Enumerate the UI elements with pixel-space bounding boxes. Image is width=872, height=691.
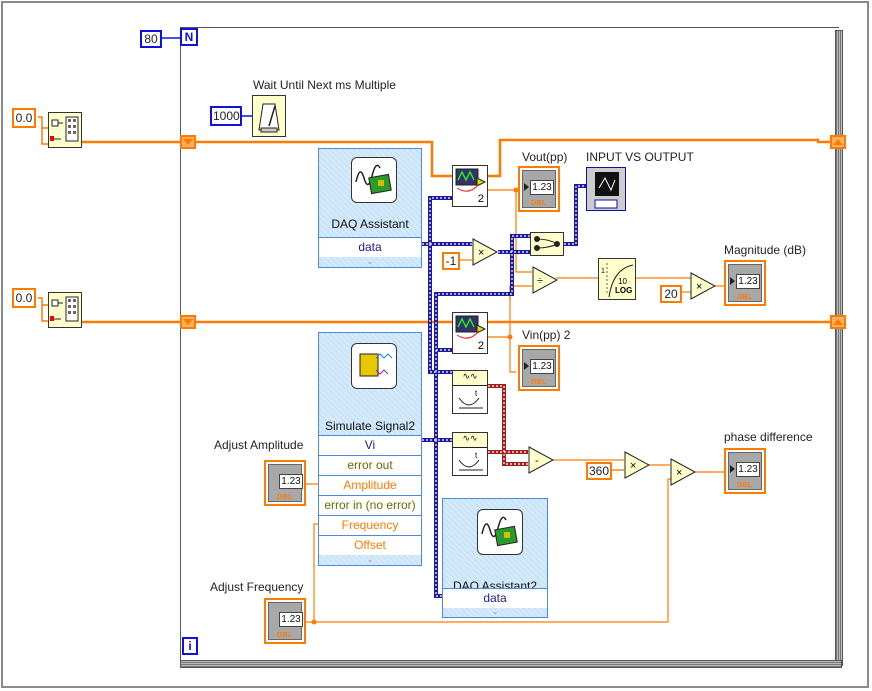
loop-count-terminal[interactable]: N: [180, 28, 198, 46]
initial-value-constant-2[interactable]: 0.0: [12, 288, 36, 308]
daq-assistant-title: DAQ Assistant: [331, 217, 409, 231]
vin-value: 1.23: [530, 359, 554, 374]
log-label: LOG: [615, 286, 633, 295]
simulate-signal-icon: [351, 343, 397, 389]
svg-text:×: ×: [696, 281, 702, 293]
sim-input-amplitude[interactable]: Amplitude: [319, 475, 421, 495]
three-sixty-constant[interactable]: 360: [586, 462, 612, 480]
vout-value: 1.23: [530, 180, 554, 195]
wire-shift-top-out: [488, 138, 830, 178]
expand-chevron-icon[interactable]: ⌄: [491, 607, 499, 616]
tone-measure-node-2[interactable]: ∿∿ t: [452, 432, 488, 476]
svg-text:t: t: [475, 389, 478, 398]
amplitude-measure-node-2[interactable]: 2: [452, 312, 488, 354]
multiply-node-3[interactable]: ×: [624, 451, 651, 484]
vout-label: Vout(pp): [522, 150, 568, 164]
svg-text:-: -: [535, 455, 539, 467]
subtract-node[interactable]: -: [528, 446, 555, 479]
graph-label: INPUT VS OUTPUT: [586, 150, 694, 164]
log10-node[interactable]: 1 10 LOG: [598, 258, 636, 300]
dbl-type-label: DBL: [531, 379, 547, 386]
expand-chevron-icon[interactable]: ⌄: [366, 257, 374, 266]
multiply-node-1[interactable]: ×: [472, 238, 499, 271]
dbl-type-label: DBL: [277, 494, 293, 501]
amp-index-label: 2: [477, 193, 484, 205]
xy-graph-indicator[interactable]: [586, 167, 626, 211]
tone-measure-node-1[interactable]: ∿∿ t: [452, 370, 488, 414]
daq-assistant-node[interactable]: DAQ Assistant data ⌄: [318, 148, 422, 268]
dbl-type-label: DBL: [277, 632, 293, 639]
shift-register-left-mid[interactable]: [180, 315, 196, 329]
adjust-amplitude-label: Adjust Amplitude: [214, 438, 304, 452]
dbl-type-label: DBL: [737, 294, 753, 301]
shift-register-right-mid[interactable]: [830, 315, 846, 329]
magnitude-value: 1.23: [736, 274, 760, 289]
wire-shift-top: [80, 140, 452, 178]
svg-text:1: 1: [601, 268, 605, 275]
simulate-signal-title: Simulate Signal2: [324, 419, 416, 433]
daq-card-icon: [477, 509, 523, 555]
amp-index-label: 2: [477, 340, 484, 352]
wait-ms-constant[interactable]: 1000: [210, 106, 242, 126]
adjust-frequency-label: Adjust Frequency: [210, 580, 304, 594]
frequency-value: 1.23: [279, 612, 303, 627]
sim-output-vi[interactable]: Vi: [319, 435, 421, 455]
twenty-constant[interactable]: 20: [660, 285, 682, 303]
magnitude-label: Magnitude (dB): [724, 243, 807, 257]
daq-card-icon: [351, 157, 397, 203]
metronome-icon[interactable]: [252, 95, 286, 137]
dbl-type-label: DBL: [737, 482, 753, 489]
wait-label: Wait Until Next ms Multiple: [253, 78, 396, 92]
amplitude-measure-node-1[interactable]: 2: [452, 165, 488, 207]
initial-value-constant-1[interactable]: 0.0: [12, 108, 36, 128]
daq-assistant2-node[interactable]: DAQ Assistant2 data ⌄: [442, 498, 548, 618]
log-base-label: 10: [618, 277, 627, 286]
sim-input-frequency[interactable]: Frequency: [319, 515, 421, 535]
loop-border-bottom: [180, 660, 842, 668]
sim-input-offset[interactable]: Offset: [319, 535, 421, 555]
daq-data-output[interactable]: data: [319, 237, 421, 257]
svg-text:×: ×: [676, 467, 682, 479]
dbl-type-label: DBL: [531, 200, 547, 207]
shift-register-right-top[interactable]: [830, 135, 846, 149]
svg-text:×: ×: [478, 247, 484, 259]
multiply-node-2[interactable]: ×: [690, 272, 717, 305]
sim-input-error-in[interactable]: error in (no error): [319, 495, 421, 515]
shift-register-left-top[interactable]: [180, 135, 196, 149]
phase-label: phase difference: [724, 430, 813, 444]
vin-label: Vin(pp) 2: [522, 328, 571, 342]
loop-iteration-terminal[interactable]: i: [182, 637, 198, 655]
loop-count-constant[interactable]: 80: [140, 30, 162, 48]
divide-node[interactable]: ÷: [532, 266, 559, 299]
sim-output-error-out[interactable]: error out: [319, 455, 421, 475]
svg-text:t: t: [475, 451, 478, 460]
merge-signals-node[interactable]: [530, 232, 564, 256]
build-array-icon[interactable]: [48, 112, 82, 148]
loop-border-right: [835, 30, 843, 666]
multiply-node-4[interactable]: ×: [670, 458, 697, 491]
phase-value: 1.23: [736, 462, 760, 477]
negative-one-constant[interactable]: -1: [442, 252, 460, 270]
svg-text:×: ×: [630, 460, 636, 472]
svg-text:÷: ÷: [537, 275, 543, 287]
amplitude-value: 1.23: [279, 474, 303, 489]
for-loop-frame[interactable]: [180, 27, 839, 665]
build-array-icon[interactable]: [48, 292, 82, 328]
daq2-data-input[interactable]: data: [443, 588, 547, 608]
expand-chevron-icon[interactable]: ⌄: [366, 555, 374, 564]
simulate-signal-node[interactable]: Simulate Signal2 Vi error out Amplitude …: [318, 332, 422, 566]
